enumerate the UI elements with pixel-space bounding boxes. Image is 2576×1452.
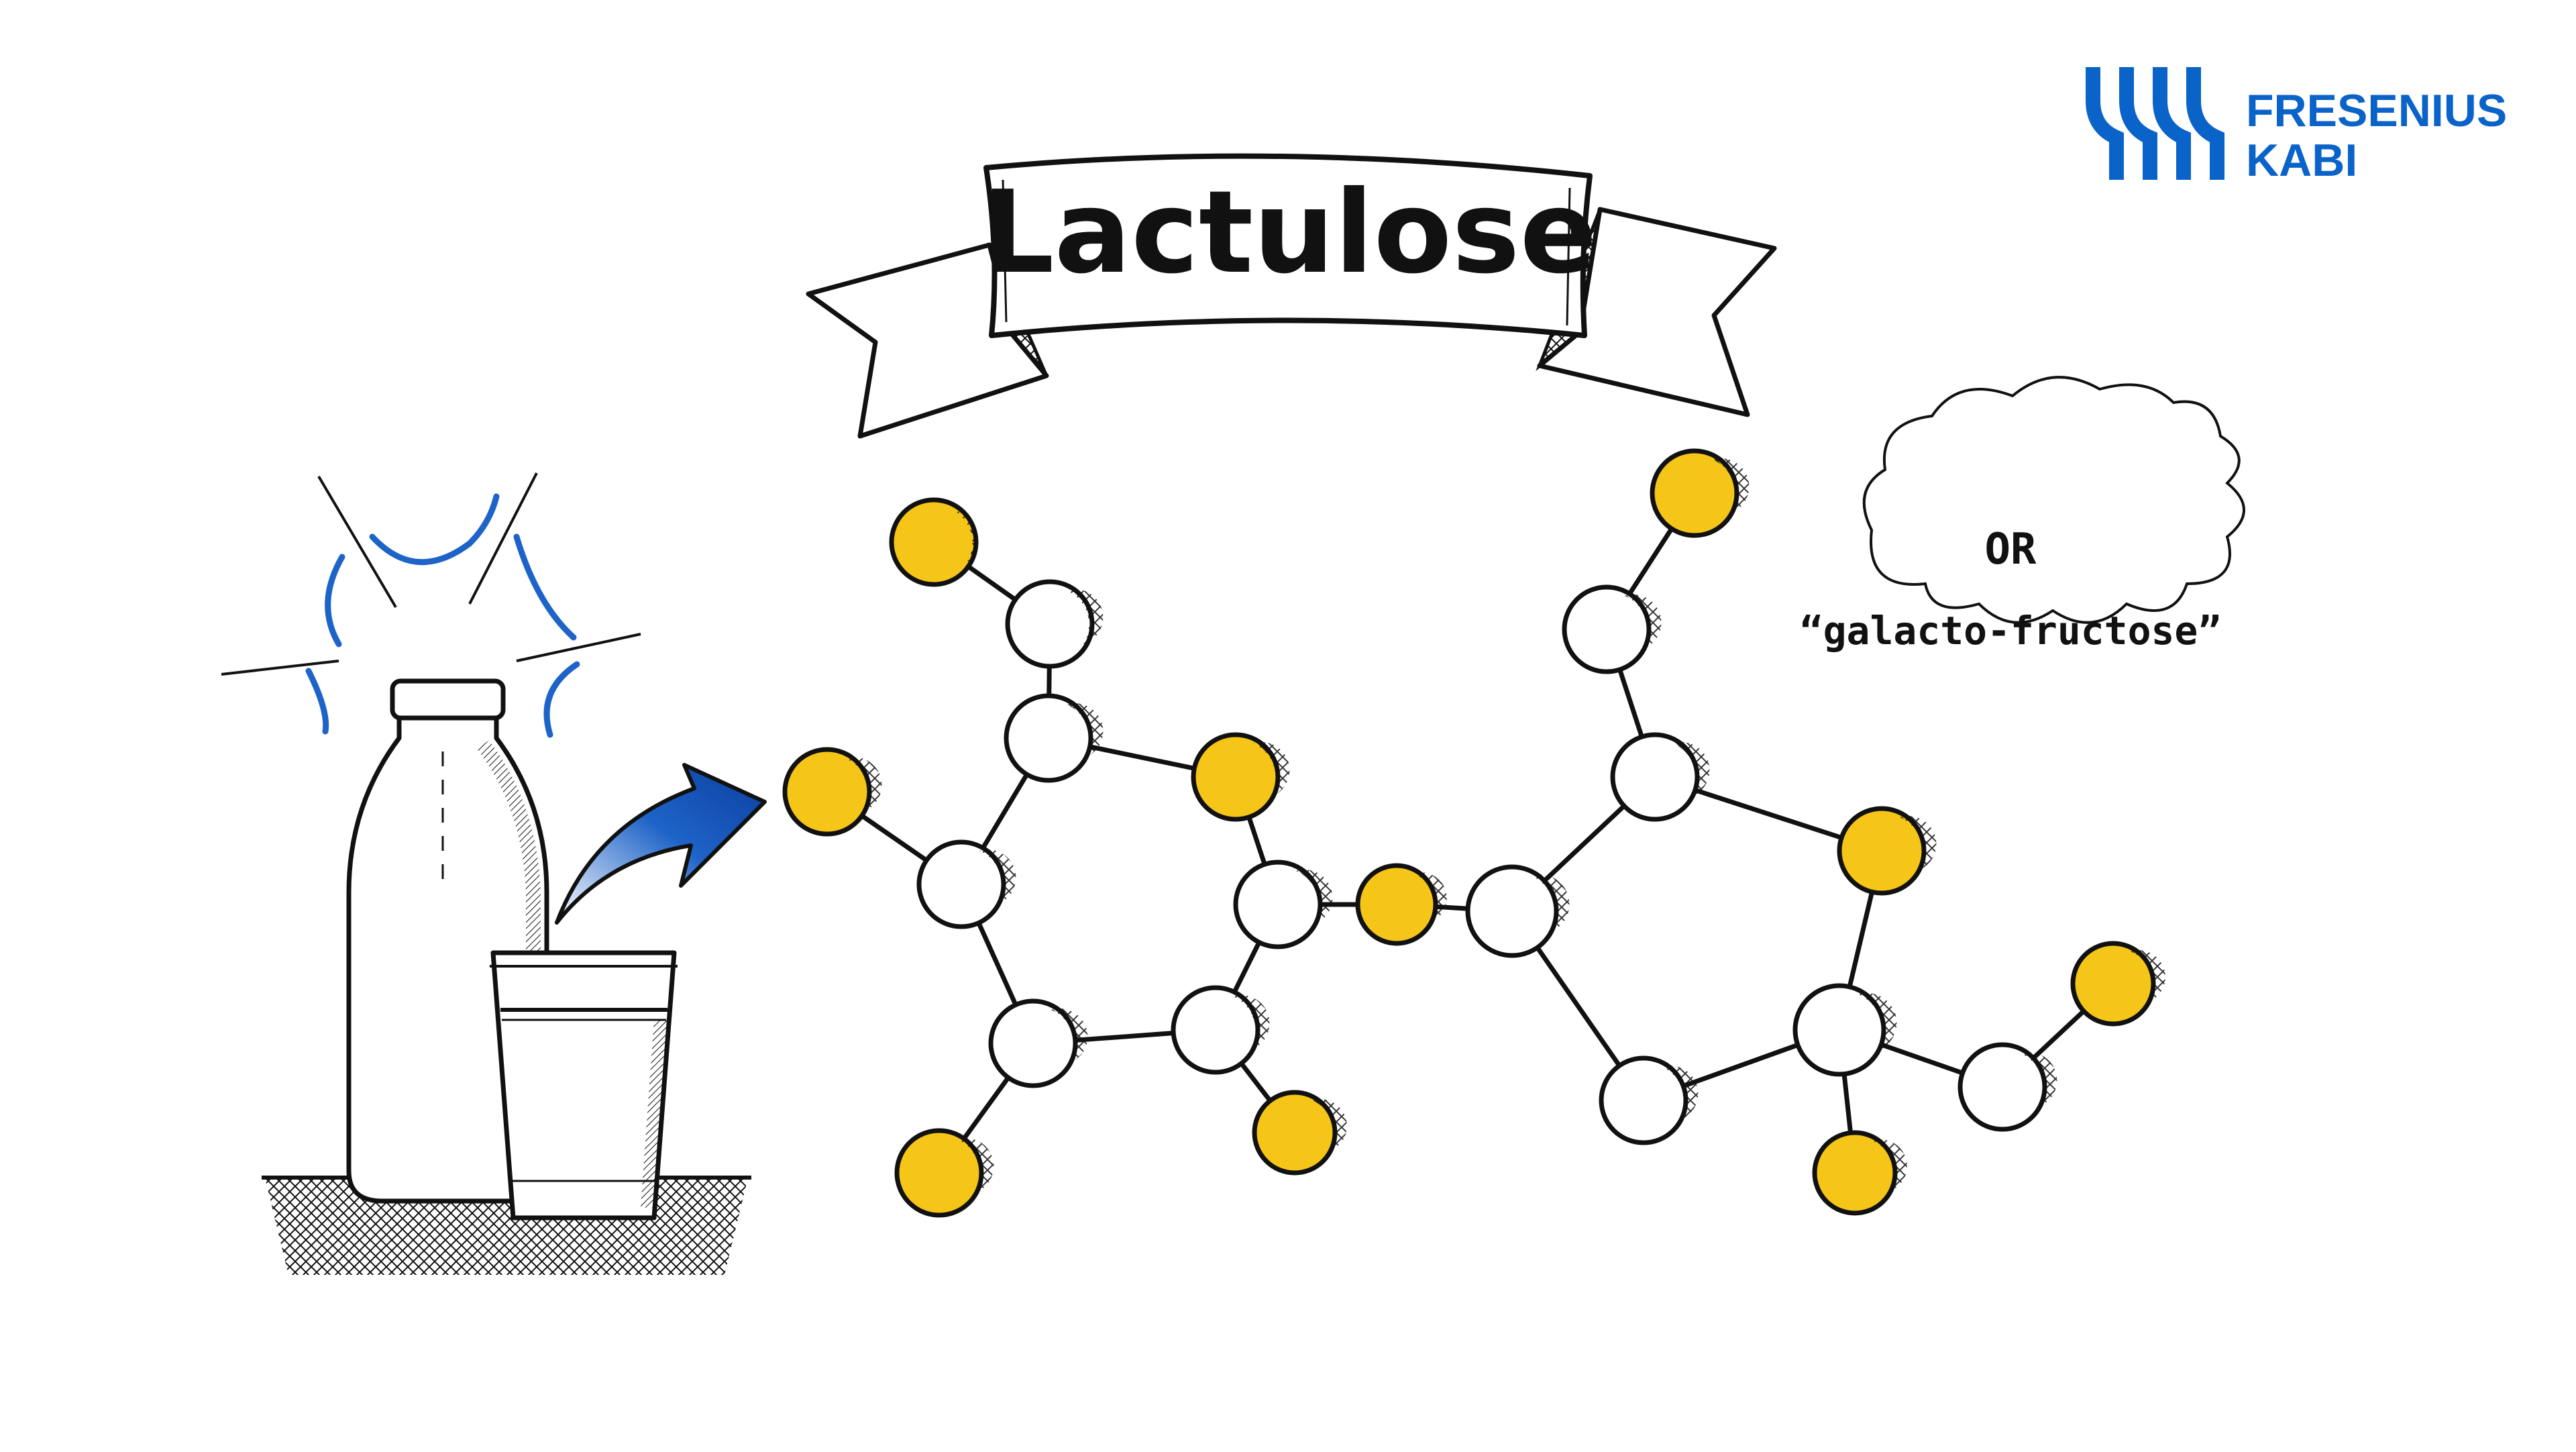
title-banner: Lactulose [806, 153, 1777, 439]
molecule [782, 448, 2165, 1218]
milk-scene [221, 472, 767, 1275]
banner-title: Lactulose [981, 166, 1597, 299]
logo-line-2: KABI [2246, 135, 2357, 186]
arrow-icon [555, 763, 767, 925]
spark-lines [221, 472, 641, 676]
cloud-line-2: “galacto-fructose” [1800, 608, 2222, 654]
atoms [782, 448, 2156, 1218]
fresenius-kabi-logo: FRESENIUS KABI [2086, 67, 2507, 186]
logo-line-1: FRESENIUS [2246, 85, 2507, 136]
shine-marks [305, 493, 580, 738]
atom-shading [845, 458, 2165, 1193]
oxygen-atom [889, 497, 979, 587]
cloud-line-1: OR [1984, 525, 2037, 574]
milk-glass [490, 950, 678, 1221]
thought-cloud: OR “galacto-fructose” [1800, 376, 2245, 654]
milk-bottle [346, 678, 549, 1204]
fresenius-wave-icon [2086, 67, 2224, 180]
cloud-outline [1862, 376, 2245, 624]
banner-ribbon [983, 153, 1593, 338]
